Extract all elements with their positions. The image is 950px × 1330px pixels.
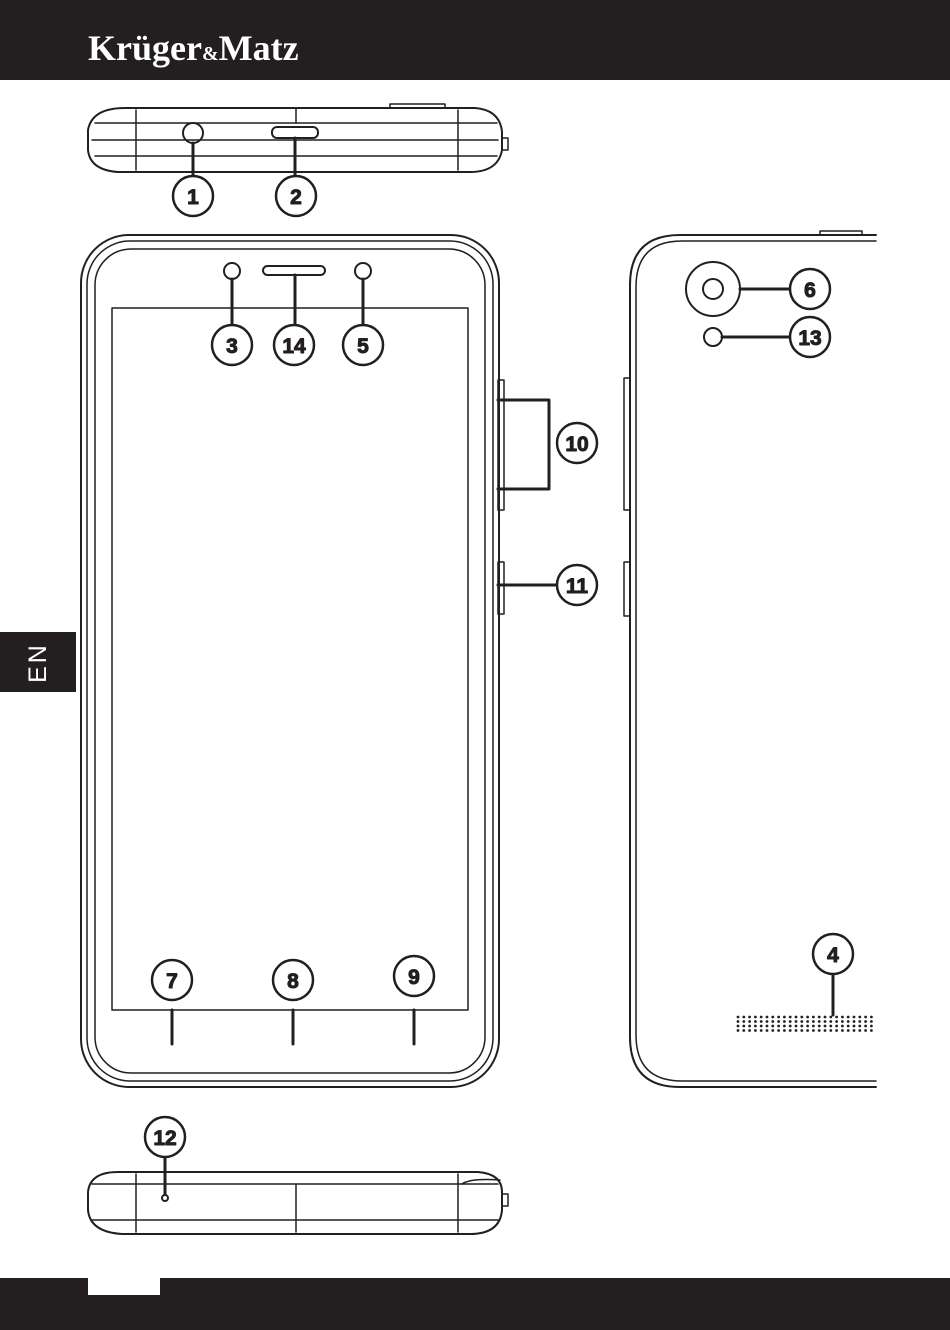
- callout-3: 3: [212, 325, 252, 365]
- svg-text:13: 13: [798, 327, 821, 350]
- callout-8: 8: [273, 960, 313, 1000]
- svg-text:10: 10: [565, 433, 588, 456]
- usb-port-icon: [272, 127, 318, 138]
- svg-text:11: 11: [566, 575, 589, 598]
- callout-2: 2: [276, 176, 316, 216]
- svg-text:7: 7: [166, 970, 178, 993]
- svg-text:2: 2: [290, 186, 302, 209]
- callout-11: 11: [557, 565, 597, 605]
- rear-camera-icon: [686, 262, 740, 316]
- callout-9: 9: [394, 956, 434, 996]
- callout-12: 12: [145, 1117, 185, 1157]
- svg-text:4: 4: [827, 944, 839, 967]
- svg-text:3: 3: [226, 335, 238, 358]
- svg-text:14: 14: [282, 335, 306, 358]
- earpiece-icon: [263, 266, 325, 275]
- front-camera-icon: [224, 263, 240, 279]
- page-number-slot: [88, 1278, 160, 1295]
- svg-text:6: 6: [804, 279, 816, 302]
- callout-6: 6: [790, 269, 830, 309]
- light-sensor-icon: [355, 263, 371, 279]
- speaker-grille-icon: [737, 1016, 873, 1032]
- callout-10: 10: [557, 423, 597, 463]
- svg-text:5: 5: [357, 335, 369, 358]
- svg-text:1: 1: [187, 186, 199, 209]
- callout-4: 4: [813, 934, 853, 974]
- svg-text:9: 9: [408, 966, 420, 989]
- callout-1: 1: [173, 176, 213, 216]
- svg-text:12: 12: [153, 1127, 176, 1150]
- flash-icon: [704, 328, 722, 346]
- top-edge-view: [88, 104, 508, 172]
- svg-text:8: 8: [287, 970, 299, 993]
- callout-14: 14: [274, 325, 314, 365]
- bottom-edge-view: [88, 1172, 508, 1234]
- microphone-icon: [162, 1195, 168, 1201]
- callout-7: 7: [152, 960, 192, 1000]
- callout-5: 5: [343, 325, 383, 365]
- screen-area: [112, 308, 468, 1010]
- callout-13: 13: [790, 317, 830, 357]
